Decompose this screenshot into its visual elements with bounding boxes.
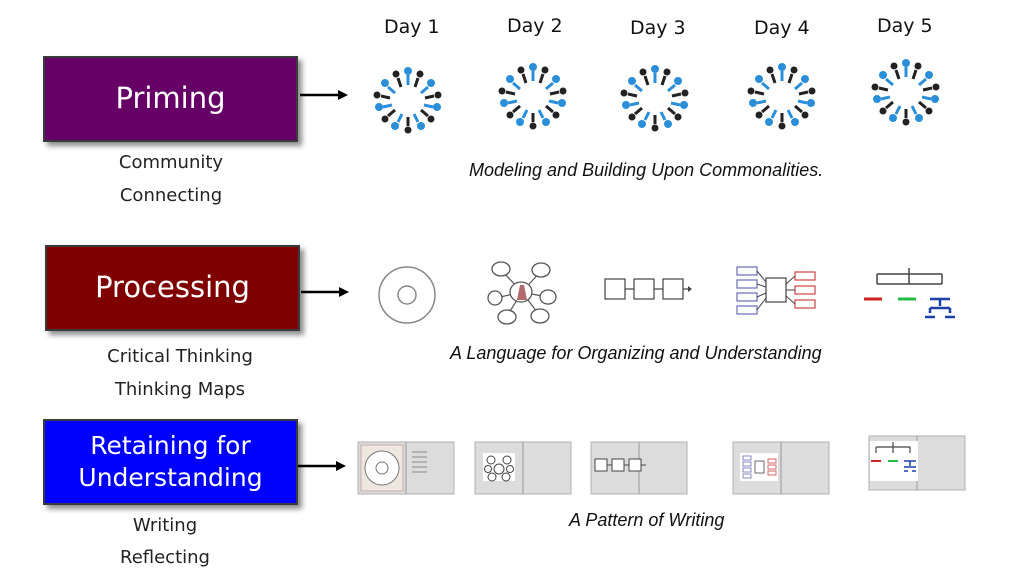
notebook-icon: [732, 441, 830, 495]
retaining-sub-reflecting: Reflecting: [120, 547, 210, 568]
flow-map-icon: [604, 278, 692, 300]
retaining-sub-writing: Writing: [132, 515, 198, 536]
day-1-label: Day 1: [384, 16, 440, 38]
people-circle-icon: [498, 63, 567, 130]
day-4-label: Day 4: [754, 17, 810, 39]
priming-arrow: [300, 90, 348, 100]
notebook-icon: [474, 441, 572, 495]
retaining-caption: A Pattern of Writing: [569, 510, 725, 530]
circle-map-icon: [378, 266, 436, 324]
people-circle-icon: [620, 65, 689, 132]
processing-box: Processing: [45, 245, 300, 331]
priming-caption: Modeling and Building Upon Commonalities…: [469, 160, 824, 180]
people-circle-icon: [373, 67, 442, 134]
people-circle-icon: [871, 59, 940, 126]
processing-caption: A Language for Organizing and Understand…: [450, 343, 822, 363]
day-5-label: Day 5: [877, 15, 933, 37]
notebook-icon: [357, 441, 455, 495]
notebook-icon: [590, 441, 688, 495]
processing-title: Processing: [95, 270, 250, 305]
retaining-title-line-2: Understanding: [78, 463, 263, 492]
retaining-arrow: [298, 461, 346, 471]
processing-sub-critical-thinking: Critical Thinking: [107, 346, 253, 367]
day-3-label: Day 3: [630, 17, 686, 39]
retaining-title-line-1: Retaining for: [90, 430, 251, 460]
priming-title: Priming: [115, 81, 226, 116]
notebook-icon: [868, 435, 966, 491]
retaining-box: Retaining for Understanding: [43, 419, 298, 505]
bubble-map-icon: [487, 261, 557, 325]
processing-sub-thinking-maps: Thinking Maps: [114, 379, 246, 400]
day-2-label: Day 2: [507, 15, 563, 37]
priming-sub-connecting: Connecting: [119, 185, 223, 206]
people-circle-icon: [747, 63, 816, 130]
processing-arrow: [301, 287, 349, 297]
priming-box: Priming: [43, 56, 298, 142]
multi-flow-map-icon: [736, 266, 816, 315]
tree-map-icon: [864, 268, 955, 319]
priming-sub-community: Community: [118, 152, 224, 173]
